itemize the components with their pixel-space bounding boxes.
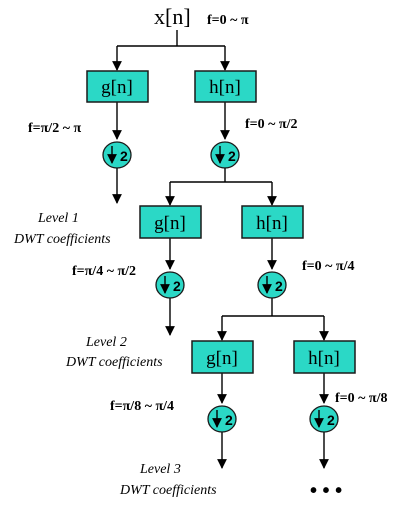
stage1-high-downsampler: 2 — [210, 141, 240, 169]
stage2-lowpass-label: g[n] — [154, 213, 186, 234]
stage3-low-downsampler: 2 — [207, 405, 237, 433]
continuation-ellipsis: • • • — [310, 480, 342, 502]
stage2-highpass-filter-box — [241, 205, 304, 239]
stage3-lowpass-label: g[n] — [206, 348, 238, 369]
stage3-high-downsampler: 2 — [309, 405, 339, 433]
stage1-low-downsample-factor: 2 — [120, 148, 128, 164]
stage2-low-band-label: f=π/4 ~ π/2 — [72, 264, 136, 279]
stage1-lowpass-filter-box — [86, 70, 149, 103]
stage1-low-downsampler: 2 — [102, 141, 132, 169]
stage3-high-band-label: f=0 ~ π/8 — [335, 391, 387, 406]
level1-label: Level 1 — [37, 211, 79, 226]
input-signal-label: x[n] — [154, 4, 191, 29]
stage2-low-downsample-factor: 2 — [173, 278, 181, 294]
stage3-low-band-label: f=π/8 ~ π/4 — [110, 399, 174, 414]
stage1-high-downsample-factor: 2 — [228, 148, 236, 164]
level3-label: Level 3 — [139, 462, 181, 477]
level2-label: Level 2 — [85, 335, 127, 350]
level3-coefficients-label: DWT coefficients — [119, 483, 217, 498]
stage2-low-downsampler: 2 — [155, 271, 185, 299]
level1-coefficients-label: DWT coefficients — [13, 232, 111, 247]
stage1-highpass-label: h[n] — [209, 77, 241, 98]
stage3-high-downsample-factor: 2 — [327, 412, 335, 428]
stage1-low-band-label: f=π/2 ~ π — [28, 121, 81, 136]
input-band-label: f=0 ~ π — [207, 13, 249, 28]
stage2-high-downsample-factor: 2 — [275, 278, 283, 294]
stage1-high-band-label: f=0 ~ π/2 — [245, 117, 297, 132]
stage3-connectors — [217, 315, 329, 469]
stage2-high-band-label: f=0 ~ π/4 — [302, 259, 354, 274]
stage3-highpass-filter-box — [293, 340, 356, 374]
stage2-connectors — [165, 181, 277, 336]
stage2-high-downsampler: 2 — [257, 271, 287, 299]
level2-coefficients-label: DWT coefficients — [65, 355, 163, 370]
stage3-low-downsample-factor: 2 — [225, 412, 233, 428]
stage3-lowpass-filter-box — [191, 340, 254, 374]
stage1-connectors — [112, 30, 230, 204]
stage1-lowpass-label: g[n] — [101, 77, 133, 98]
stage2-highpass-label: h[n] — [256, 213, 288, 234]
stage1-highpass-filter-box — [194, 70, 257, 103]
stage3-highpass-label: h[n] — [308, 348, 340, 369]
stage2-lowpass-filter-box — [139, 205, 202, 239]
